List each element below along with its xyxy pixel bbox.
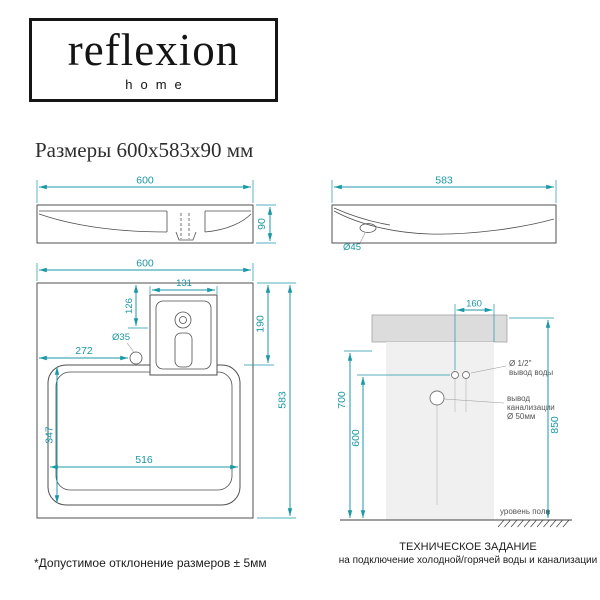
dim-basin-width: 516 — [135, 454, 153, 466]
dim-faucet-width: 131 — [176, 278, 192, 289]
installation-diagram: 160 Ø 1/2" вывод воды вывод канализации … — [336, 299, 572, 528]
sink-front-outline — [36, 204, 254, 244]
dim-front-height: 90 — [256, 218, 268, 230]
pedestal-area — [386, 342, 494, 520]
drain-label-2: канализации — [507, 403, 555, 412]
basin-rim — [47, 364, 241, 506]
floor-hatching — [497, 519, 570, 528]
dim-side-depth: 583 — [435, 175, 453, 187]
top-view-drawing: 600 131 126 Ø35 272 190 — [36, 258, 296, 519]
tolerance-footnote: *Допустимое отклонение размеров ± 5мм — [34, 556, 267, 570]
front-view-drawing: 600 90 — [36, 175, 276, 244]
dim-drain-height: 700 — [336, 391, 348, 409]
tech-note-subtitle: на подключение холодной/горячей воды и к… — [338, 555, 598, 566]
water-outlet-right — [462, 371, 470, 379]
faucet-hole — [174, 311, 192, 329]
side-view-drawing: 583 Ø45 — [331, 175, 557, 253]
drain-outlet — [429, 390, 445, 406]
overflow-hole — [129, 351, 143, 365]
faucet-deck — [149, 294, 218, 376]
basin-bottom — [55, 371, 233, 491]
dim-hole-diameter: Ø35 — [112, 332, 130, 343]
water-outlet-label-2: вывод воды — [509, 368, 553, 377]
page-title: Размеры 600х583х90 мм — [35, 138, 254, 162]
dim-rim-depth: 190 — [255, 315, 267, 333]
dim-rim-height: 850 — [549, 416, 561, 434]
floor-label: уровень пола — [500, 507, 551, 516]
drain-label-3: Ø 50мм — [507, 412, 535, 421]
drain-label-1: вывод — [507, 394, 530, 403]
sink-silhouette — [371, 314, 508, 343]
faucet-body — [174, 332, 193, 368]
brand-tagline: home — [125, 77, 190, 92]
tech-note: ТЕХНИЧЕСКОЕ ЗАДАНИЕ на подключение холод… — [336, 541, 600, 566]
brand-name: reflexion — [67, 25, 240, 75]
dim-basin-depth: 347 — [44, 426, 56, 444]
dim-front-width: 600 — [136, 175, 154, 187]
sink-plan-outline — [36, 282, 254, 519]
dim-top-width: 600 — [136, 258, 154, 270]
water-outlet-left — [451, 371, 459, 379]
dim-top-depth: 583 — [277, 391, 289, 409]
sink-side-outline — [331, 204, 557, 244]
brand-logo-box: reflexion home — [29, 18, 278, 102]
side-drain-hole — [359, 223, 377, 233]
dim-outlet-spacing: 160 — [466, 299, 482, 310]
dim-hole-offset: 272 — [75, 345, 93, 357]
tech-note-title: ТЕХНИЧЕСКОЕ ЗАДАНИЕ — [399, 541, 537, 553]
technical-drawings: 600 90 583 Ø45 — [36, 175, 572, 528]
water-outlet-label-1: Ø 1/2" — [509, 359, 532, 368]
dim-outlet-height: 600 — [350, 429, 362, 447]
dim-faucet-offset: 126 — [124, 298, 135, 314]
dim-side-drain: Ø45 — [343, 242, 361, 253]
